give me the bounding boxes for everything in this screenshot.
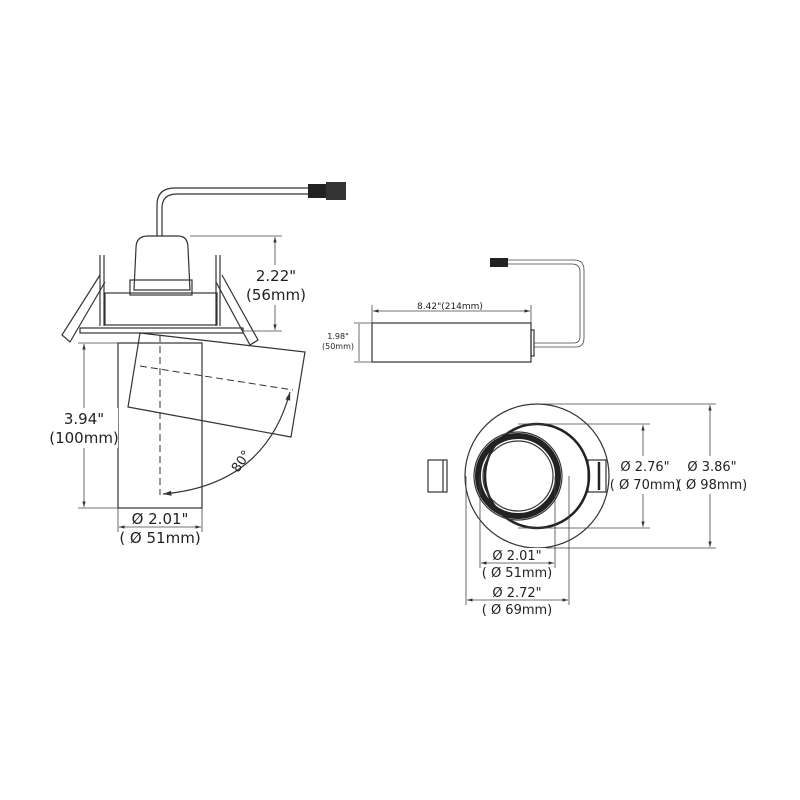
spring-clip-right bbox=[215, 274, 259, 346]
mid-diameter-mm: ( Ø 69mm) bbox=[482, 603, 553, 618]
driver-view: 8.42"(214mm) 1.98" (50mm) bbox=[322, 258, 585, 363]
side-view: 80° 2.22" (56mm) 3.94" (100mm) Ø 2.01" (… bbox=[49, 182, 346, 547]
inner-diameter-in: Ø 2.01" bbox=[492, 549, 541, 564]
height-body-in: 3.94" bbox=[64, 410, 104, 428]
clip-tab-left bbox=[427, 459, 448, 493]
cable bbox=[156, 187, 312, 236]
height-body-mm: (100mm) bbox=[49, 429, 119, 447]
top-view: Ø 2.76" ( Ø 70mm) Ø 3.86" ( Ø 98mm) Ø 2.… bbox=[427, 403, 748, 618]
mount-frame bbox=[104, 292, 218, 326]
diameter-mm: ( Ø 51mm) bbox=[119, 529, 200, 547]
lens-ring bbox=[475, 433, 561, 519]
diameter-in: Ø 2.01" bbox=[132, 510, 189, 528]
clip-tab-right bbox=[587, 459, 607, 493]
tilted-lamp-body bbox=[127, 332, 306, 438]
flange bbox=[79, 327, 244, 334]
trim-diameter-in: Ø 2.76" bbox=[620, 460, 669, 475]
driver-height-mm: (50mm) bbox=[322, 342, 354, 351]
driver-connector-icon bbox=[490, 258, 508, 267]
outer-diameter-mm: ( Ø 98mm) bbox=[677, 478, 748, 493]
trim-diameter-mm: ( Ø 70mm) bbox=[610, 478, 681, 493]
inner-diameter-mm: ( Ø 51mm) bbox=[482, 566, 553, 581]
height-top-mm: (56mm) bbox=[246, 286, 306, 304]
tilt-angle-label: 80° bbox=[229, 448, 255, 475]
height-top-in: 2.22" bbox=[256, 267, 296, 285]
driver-length: 8.42"(214mm) bbox=[417, 302, 483, 312]
tilt-arc bbox=[162, 391, 291, 496]
spring-clip-left bbox=[61, 274, 106, 343]
connector-icon bbox=[308, 184, 326, 198]
driver-can bbox=[133, 235, 191, 291]
driver-height-in: 1.98" bbox=[327, 332, 349, 341]
driver-box bbox=[371, 322, 532, 363]
outer-diameter-in: Ø 3.86" bbox=[687, 460, 736, 475]
mid-diameter-in: Ø 2.72" bbox=[492, 586, 541, 601]
